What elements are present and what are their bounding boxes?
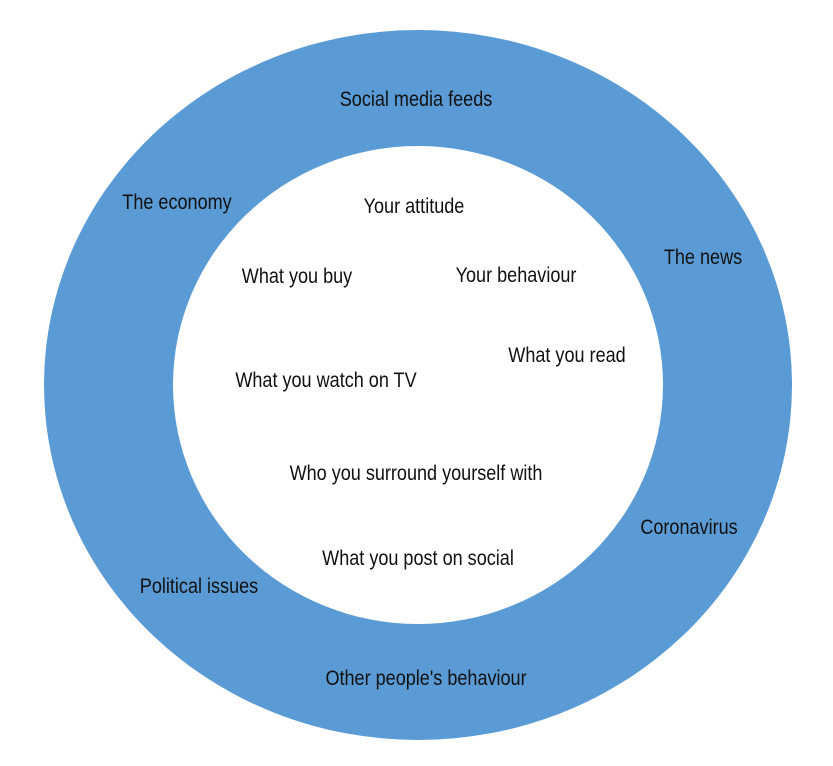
inner-label-what-you-watch-on-tv: What you watch on TV <box>235 369 416 393</box>
inner-label-what-you-post-on-social: What you post on social <box>322 547 514 571</box>
outer-label-other-peoples-behaviour: Other people's behaviour <box>325 667 527 691</box>
outer-label-social-media-feeds: Social media feeds <box>340 88 493 112</box>
outer-label-political-issues: Political issues <box>140 575 259 599</box>
inner-label-your-attitude: Your attitude <box>364 195 465 219</box>
inner-label-what-you-buy: What you buy <box>242 265 353 289</box>
inner-circle-shape <box>173 146 663 624</box>
inner-label-who-you-surround-yourself-with: Who you surround yourself with <box>290 462 543 486</box>
outer-label-the-news: The news <box>664 246 742 270</box>
outer-label-coronavirus: Coronavirus <box>640 516 738 540</box>
inner-label-your-behaviour: Your behaviour <box>456 264 577 288</box>
inner-label-what-you-read: What you read <box>508 344 625 368</box>
outer-label-the-economy: The economy <box>122 191 232 215</box>
inner-circle: Your attitude What you buy Your behaviou… <box>173 146 663 624</box>
